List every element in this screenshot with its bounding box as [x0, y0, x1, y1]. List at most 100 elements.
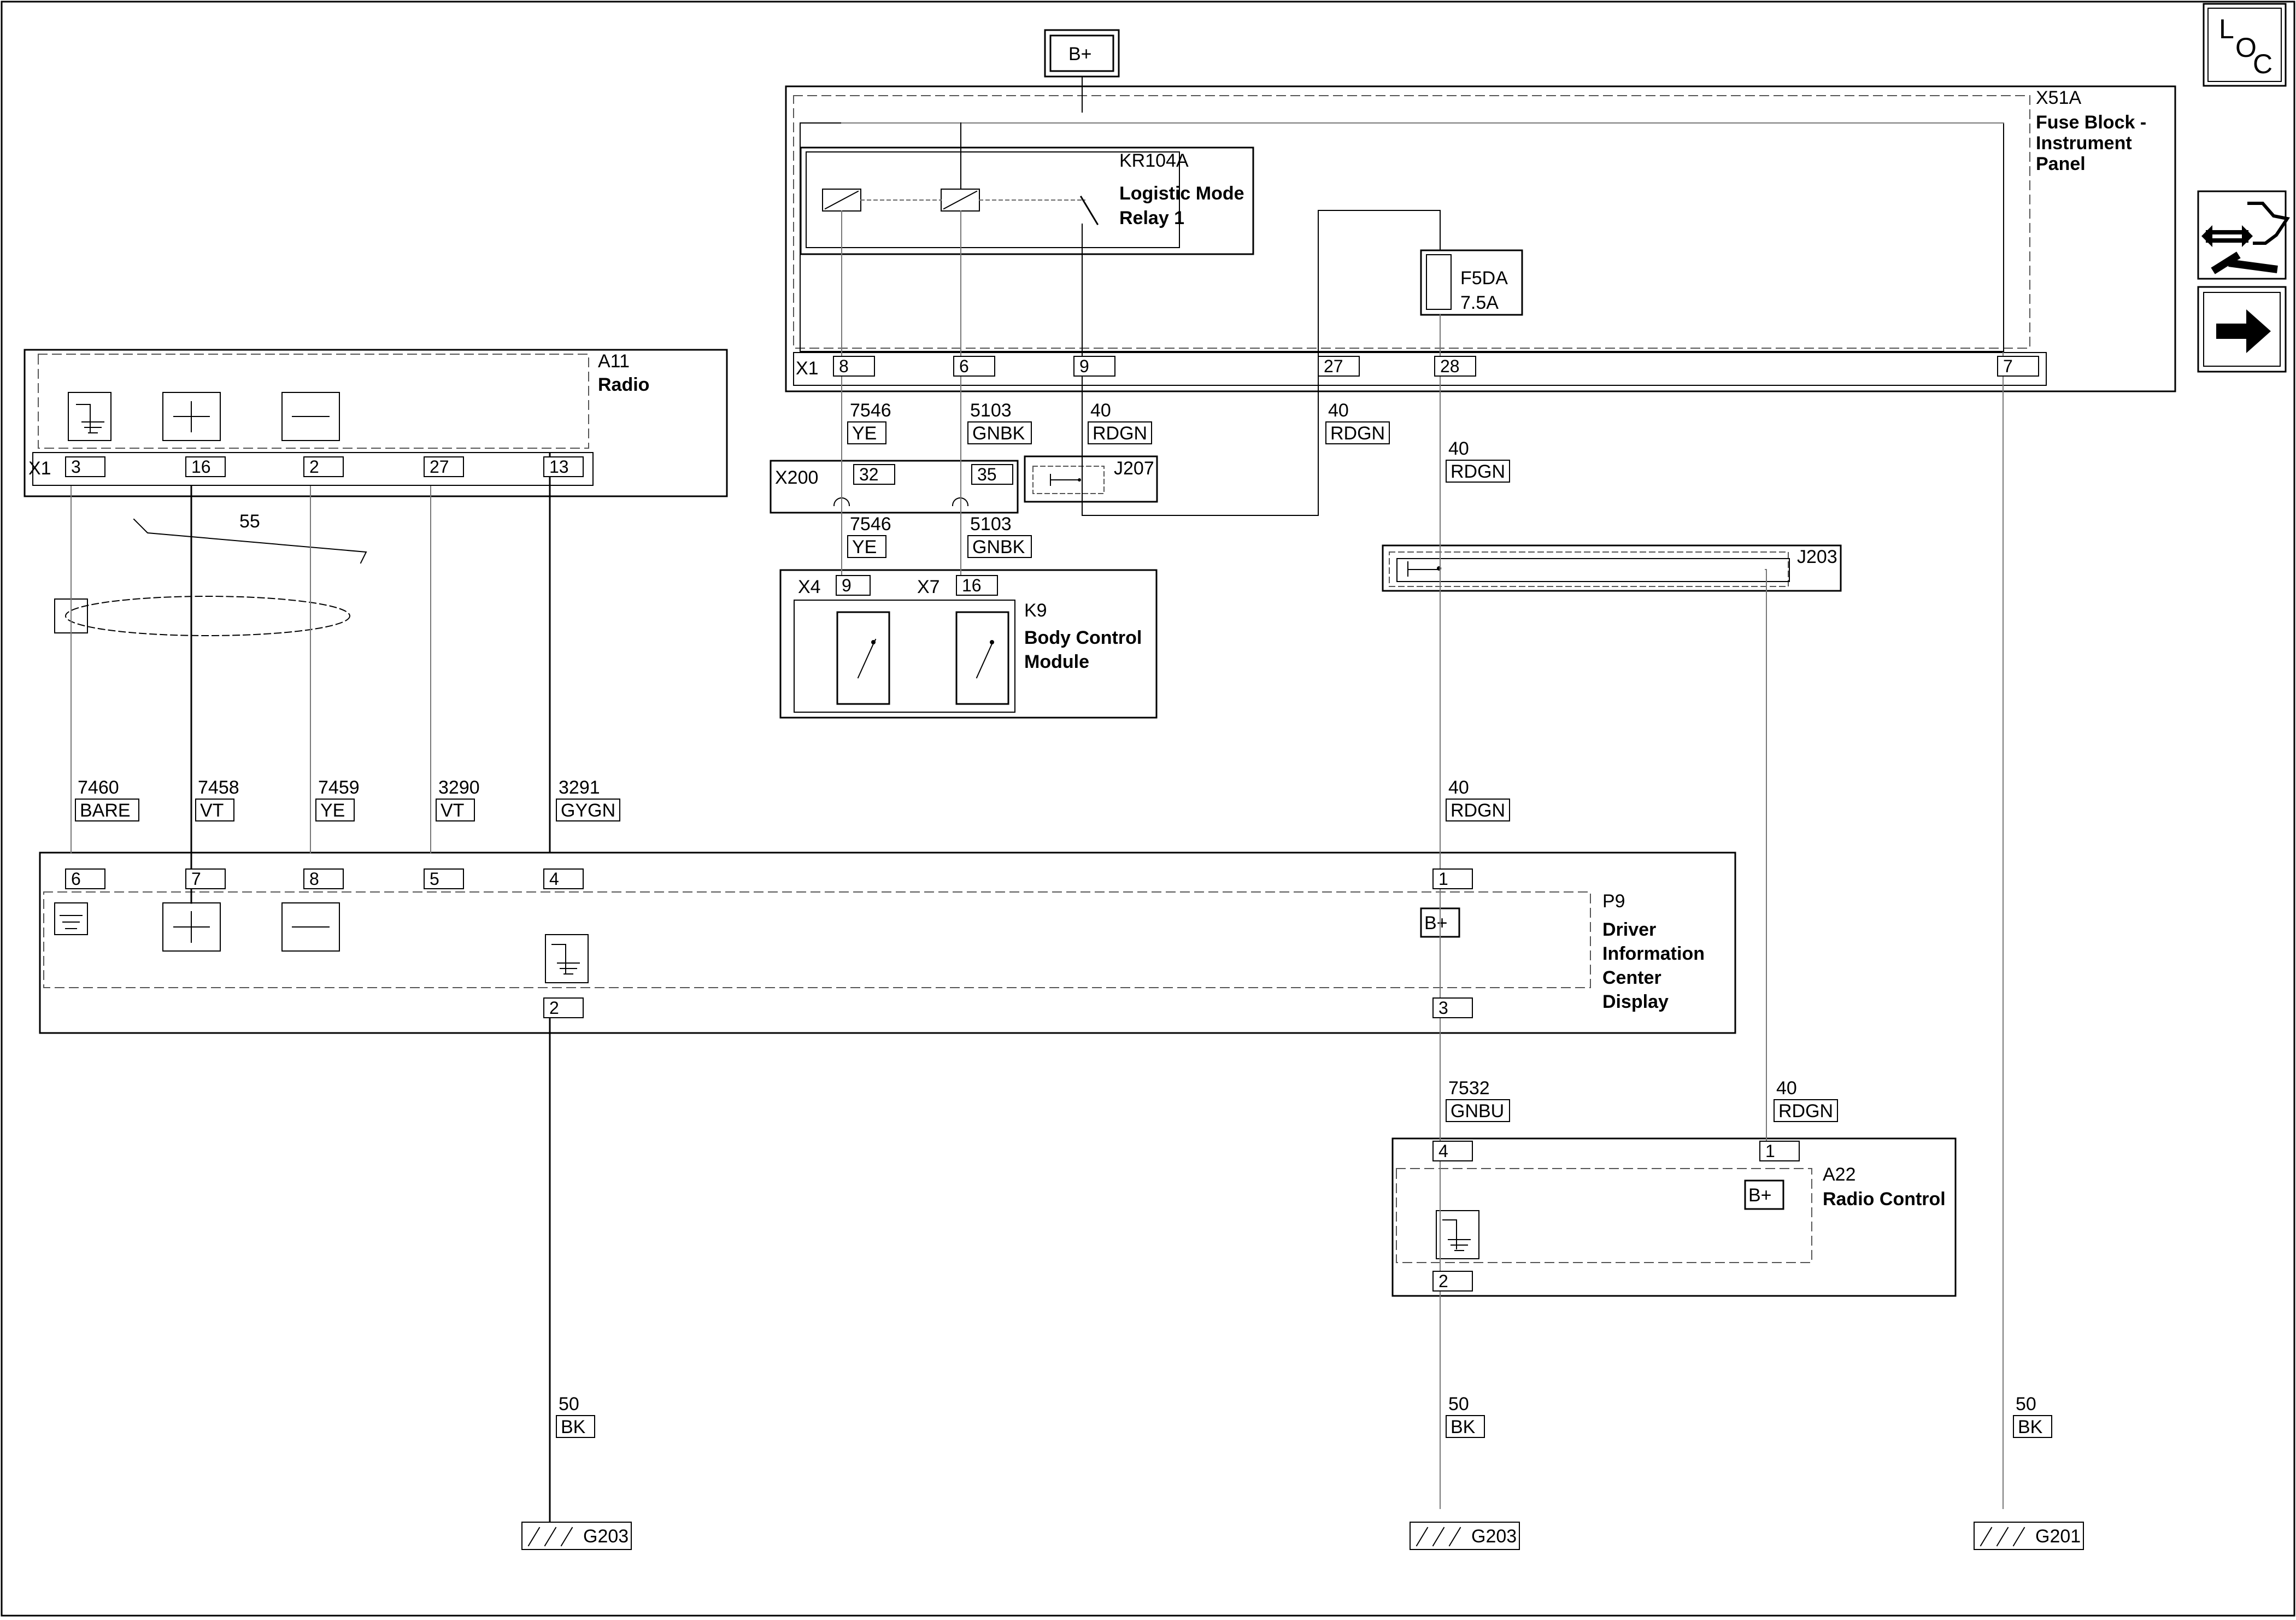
wire-ground-2-color: BK	[2018, 1417, 2043, 1437]
wire-upper-2-color: RDGN	[1093, 423, 1147, 444]
wire-radio-5-circuit: 40	[1448, 777, 1469, 798]
wire-upper-2-circuit: 40	[1090, 400, 1111, 421]
fuse-block-pin-9-label: 9	[1079, 356, 1089, 376]
ground-g203-0: G203	[521, 1522, 632, 1550]
bcm-pin-a-label: 9	[842, 576, 852, 595]
dic-pin-top-7-label: 7	[191, 869, 201, 889]
fuse-block-title-3: Panel	[2036, 154, 2086, 174]
fuse-block-pin-8: 8	[833, 356, 875, 377]
bcm-pin-b: 16	[956, 575, 998, 596]
wire-upper-1-color: GNBK	[972, 423, 1025, 444]
wire-radio-2-circuit: 7459	[318, 777, 360, 798]
bcm-id: K9	[1024, 600, 1047, 621]
ground-symbol-icon	[545, 934, 589, 983]
wire-radio-3-circuit: 3290	[438, 777, 480, 798]
ground-label: G203	[1471, 1526, 1517, 1547]
relay-id: KR104A	[1119, 150, 1189, 171]
wire-radio-0-color: BARE	[80, 800, 131, 821]
dic-pin-top-8-label: 8	[309, 869, 319, 889]
a22-pin-1-label: 1	[1765, 1141, 1775, 1161]
radio-pin-13: 13	[543, 456, 584, 477]
radio-a11: A11 Radio X1	[24, 349, 728, 497]
dic-title-2: Information	[1602, 943, 1705, 964]
wire-radio-3-color: VT	[441, 800, 464, 821]
dic-title-1: Driver	[1602, 919, 1656, 940]
radio-pin-27: 27	[424, 456, 464, 477]
splice-j203: J203	[1382, 544, 1842, 592]
battery-supply-box: B+	[1044, 29, 1120, 78]
fuse-block-x51a: X51A Fuse Block - Instrument Panel X1	[785, 85, 2176, 392]
fuse-block-title-2: Instrument	[2036, 133, 2132, 154]
dic-pin-top-6: 6	[65, 868, 105, 889]
dic-pin-top-4-label: 4	[549, 869, 559, 889]
wire-ground-0-circuit: 50	[559, 1394, 579, 1414]
a22-pin-4: 4	[1432, 1141, 1473, 1161]
wire-ground-1-circuit: 50	[1448, 1394, 1469, 1414]
wire-upper-3-circuit: 40	[1328, 400, 1349, 421]
a22-pin-4-label: 4	[1438, 1141, 1448, 1161]
bcm-conn-b: X7	[917, 577, 940, 597]
a22-pin-1: 1	[1759, 1141, 1800, 1161]
ground-symbol-icon	[54, 902, 88, 935]
fuse-block-pin-6-label: 6	[959, 356, 969, 376]
loc-icon[interactable]: L O C	[2203, 3, 2287, 87]
wire-ground-2-circuit: 50	[2016, 1394, 2036, 1414]
wire-radio-1-circuit: 7458	[198, 777, 239, 798]
x200-pin-32: 32	[853, 464, 895, 485]
wire-upper-4-color: RDGN	[1451, 461, 1505, 482]
wires	[71, 76, 2004, 1526]
connector-view-icon[interactable]	[2197, 190, 2290, 280]
loc-letter-c: C	[2253, 49, 2272, 79]
fuse-block-title-1: Fuse Block -	[2036, 112, 2146, 133]
wire-lower-1-circuit: 40	[1776, 1078, 1797, 1099]
fuse-block-pin-8-label: 8	[839, 356, 849, 376]
j207-id: J207	[1114, 458, 1154, 479]
radio-control-a22: A22 Radio Control B+	[1391, 1137, 1957, 1297]
twisted-pair-label: 55	[239, 511, 260, 532]
arrow-right-icon[interactable]	[2197, 286, 2287, 373]
fuse-block-pin-6: 6	[953, 356, 995, 377]
fuse-block-pin-9: 9	[1073, 356, 1115, 377]
minus-symbol-icon	[281, 902, 340, 952]
x200-pin-35: 35	[971, 464, 1013, 485]
wire-labels: 7546YE5103GNBK40RDGN40RDGN40RDGN7546YE51…	[75, 400, 2052, 1438]
wire-lower-1-color: RDGN	[1778, 1101, 1833, 1122]
dic-pin-top-4: 4	[543, 868, 584, 889]
dic-pin-top-6-label: 6	[71, 869, 81, 889]
body-control-module-k9: X4 X7 K9 Body Control Module	[779, 569, 1158, 719]
radio-connector: X1	[28, 458, 51, 479]
wire-lower-0-color: GNBU	[1451, 1101, 1504, 1122]
x200-id: X200	[775, 467, 818, 488]
wire-mid-1-circuit: 5103	[970, 514, 1012, 535]
wire-upper-4-circuit: 40	[1448, 438, 1469, 459]
fuse-block-pin-7: 7	[1997, 356, 2039, 377]
dic-pin-top-1: 1	[1432, 868, 1473, 889]
a22-pin-2: 2	[1432, 1271, 1473, 1292]
radio-pin-3-label: 3	[71, 457, 81, 477]
radio-id: A11	[598, 351, 630, 372]
dic-pin-bottom-2: 2	[543, 997, 584, 1018]
fuse-block-connector: X1	[796, 358, 819, 379]
dic-id: P9	[1602, 891, 1625, 912]
wire-radio-2-color: YE	[320, 800, 345, 821]
relay-title-1: Logistic Mode	[1119, 183, 1244, 204]
x200-pin-32-label: 32	[859, 465, 879, 484]
fuse-block-pin-7-label: 7	[2003, 356, 2013, 376]
